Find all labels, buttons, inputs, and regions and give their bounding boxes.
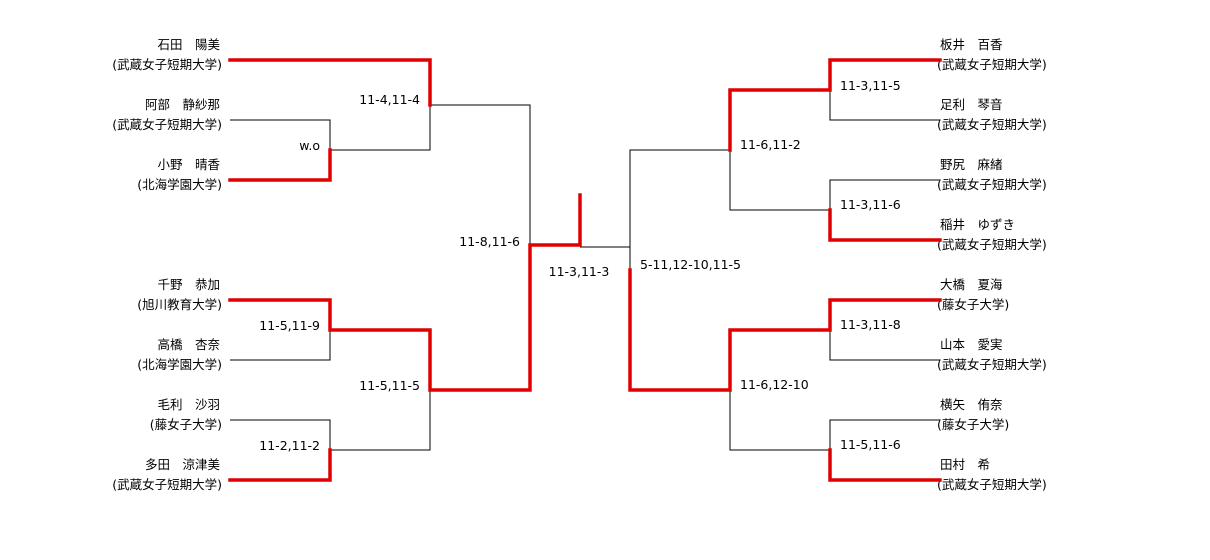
match-score: 11-5,11-9 — [259, 318, 320, 333]
player-university: (武蔵女子短期大学) — [112, 477, 222, 492]
match-score: 11-5,11-5 — [359, 378, 420, 393]
player-university: (武蔵女子短期大学) — [937, 177, 1047, 192]
bracket-line — [330, 105, 431, 151]
match-score: 11-8,11-6 — [459, 234, 520, 249]
player-name: 高橋 杏奈 — [157, 337, 220, 352]
bracket-line — [829, 179, 940, 210]
match-score: 11-3,11-5 — [840, 78, 901, 93]
player-name: 大橋 夏海 — [940, 277, 1003, 292]
player-name: 野尻 麻緒 — [940, 157, 1003, 172]
player-university: (武蔵女子短期大学) — [937, 117, 1047, 132]
player-name: 多田 涼津美 — [145, 457, 220, 472]
player-name: 毛利 沙羽 — [157, 397, 220, 412]
match-score: 11-6,11-2 — [740, 137, 801, 152]
match-score: 11-5,11-6 — [840, 437, 901, 452]
player-name: 足利 琴音 — [940, 97, 1003, 112]
bracket-line — [230, 119, 331, 150]
winner-path — [828, 208, 942, 242]
player-university: (武蔵女子短期大学) — [937, 237, 1047, 252]
winner-path — [828, 448, 942, 482]
bracket-line — [829, 90, 940, 121]
player-university: (武蔵女子短期大学) — [112, 57, 222, 72]
player-university: (北海学園大学) — [137, 357, 222, 372]
player-name: 板井 百香 — [940, 37, 1003, 52]
bracket-line — [629, 149, 730, 270]
player-university: (武蔵女子短期大学) — [112, 117, 222, 132]
player-university: (藤女子大学) — [150, 417, 222, 432]
bracket-line — [230, 419, 331, 450]
match-score: 5-11,12-10,11-5 — [640, 257, 741, 272]
bracket-lines — [230, 90, 940, 451]
player-university: (藤女子大学) — [937, 297, 1009, 312]
player-university: (武蔵女子短期大学) — [937, 477, 1047, 492]
player-name: 稲井 ゆずき — [940, 217, 1015, 232]
winner-path — [228, 193, 582, 392]
player-name: 横矢 侑奈 — [940, 397, 1003, 412]
winner-path — [228, 58, 432, 107]
player-name: 阿部 静紗那 — [145, 97, 220, 112]
match-scores: w.o 11-4,11-4 11-5,11-9 11-2,11-2 11-5,1… — [259, 78, 900, 453]
bracket-line — [230, 330, 331, 361]
bracket-line — [330, 390, 431, 451]
player-name: 小野 晴香 — [157, 157, 220, 172]
left-player-labels: 石田 陽美 (武蔵女子短期大学) 阿部 静紗那 (武蔵女子短期大学) 小野 晴香… — [112, 37, 222, 492]
match-score: 11-3,11-6 — [840, 197, 901, 212]
player-university: (武蔵女子短期大学) — [937, 57, 1047, 72]
player-name: 田村 希 — [940, 457, 990, 472]
match-score: 11-2,11-2 — [259, 438, 320, 453]
winner-path — [228, 448, 332, 482]
match-score: 11-6,12-10 — [740, 377, 809, 392]
bracket-line — [829, 419, 940, 450]
player-university: (藤女子大学) — [937, 417, 1009, 432]
player-name: 千野 恭加 — [157, 277, 220, 292]
bracket-line — [729, 390, 830, 451]
bracket-line — [829, 330, 940, 361]
winner-path — [728, 58, 942, 152]
match-score: 11-3,11-8 — [840, 317, 901, 332]
winner-paths — [228, 58, 942, 482]
player-name: 山本 愛実 — [940, 337, 1003, 352]
bracket-line — [430, 104, 531, 245]
winner-path — [628, 268, 942, 392]
player-university: (旭川教育大学) — [137, 297, 222, 312]
player-university: (武蔵女子短期大学) — [937, 357, 1047, 372]
match-score: 11-4,11-4 — [359, 92, 420, 107]
final-score: 11-3,11-3 — [549, 264, 610, 279]
player-university: (北海学園大学) — [137, 177, 222, 192]
player-name: 石田 陽美 — [157, 37, 220, 52]
match-score: w.o — [299, 138, 320, 153]
bracket-line — [729, 150, 830, 211]
winner-path — [228, 148, 332, 182]
right-player-labels: 板井 百香 (武蔵女子短期大学) 足利 琴音 (武蔵女子短期大学) 野尻 麻緒 … — [937, 37, 1047, 492]
